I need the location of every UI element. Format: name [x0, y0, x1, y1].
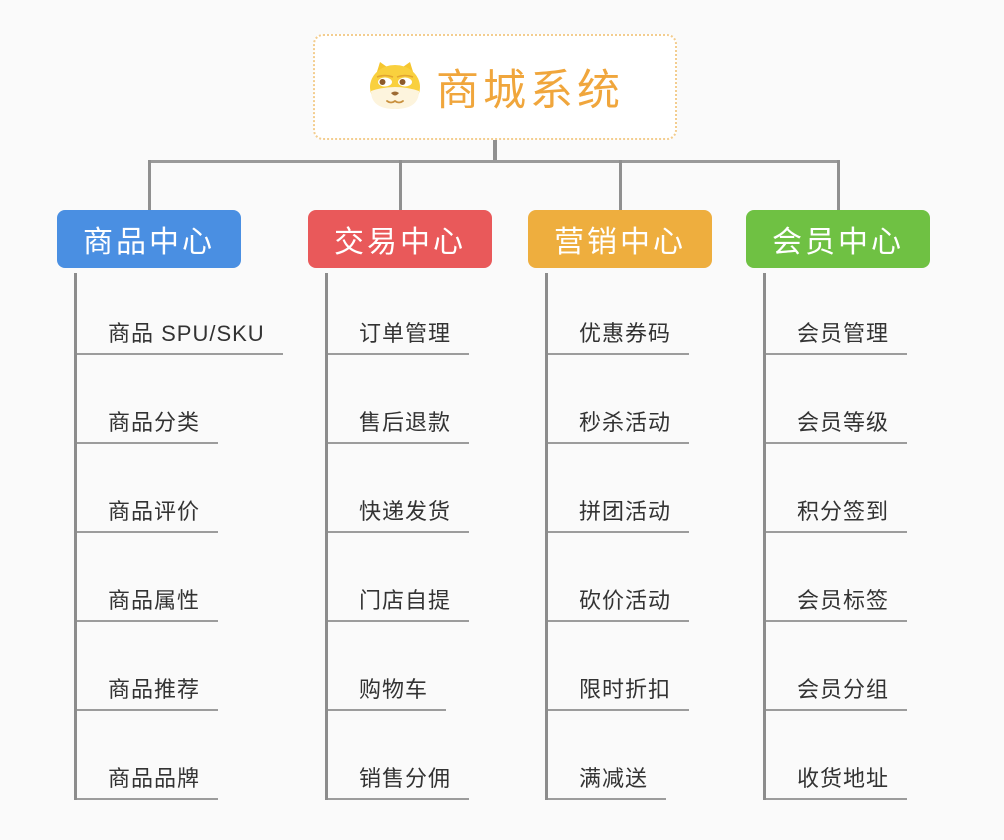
leaf-item[interactable]: 优惠券码 — [548, 273, 690, 355]
category-header-member[interactable]: 会员中心 — [746, 210, 930, 268]
connector-rail — [148, 160, 839, 163]
leaf-item[interactable]: 满减送 — [548, 711, 667, 800]
leaf-item[interactable]: 会员标签 — [766, 533, 908, 622]
category-column-product: 商品中心 商品 SPU/SKU 商品分类 商品评价 商品属性 商品推荐 商品品牌 — [57, 210, 283, 800]
category-header-marketing[interactable]: 营销中心 — [528, 210, 712, 268]
leaf-item[interactable]: 砍价活动 — [548, 533, 690, 622]
category-column-trade: 交易中心 订单管理 售后退款 快递发货 门店自提 购物车 销售分佣 — [308, 210, 492, 800]
leaf-list-member: 会员管理 会员等级 积分签到 会员标签 会员分组 收货地址 — [763, 273, 908, 800]
connector-drop-trade — [399, 160, 402, 210]
leaf-item[interactable]: 拼团活动 — [548, 444, 690, 533]
connector-root-stub — [493, 140, 497, 163]
category-column-marketing: 营销中心 优惠券码 秒杀活动 拼团活动 砍价活动 限时折扣 满减送 — [528, 210, 712, 800]
leaf-item[interactable]: 门店自提 — [328, 533, 470, 622]
leaf-item[interactable]: 订单管理 — [328, 273, 470, 355]
root-title: 商城系统 — [436, 67, 624, 115]
leaf-item[interactable]: 售后退款 — [328, 355, 470, 444]
leaf-item[interactable]: 购物车 — [328, 622, 447, 711]
category-column-member: 会员中心 会员管理 会员等级 积分签到 会员标签 会员分组 收货地址 — [746, 210, 930, 800]
leaf-item[interactable]: 商品属性 — [77, 533, 219, 622]
leaf-item[interactable]: 会员管理 — [766, 273, 908, 355]
category-header-trade[interactable]: 交易中心 — [308, 210, 492, 268]
category-header-product[interactable]: 商品中心 — [57, 210, 241, 268]
connector-drop-marketing — [619, 160, 622, 210]
leaf-item[interactable]: 积分签到 — [766, 444, 908, 533]
leaf-item[interactable]: 秒杀活动 — [548, 355, 690, 444]
leaf-item[interactable]: 限时折扣 — [548, 622, 690, 711]
leaf-item[interactable]: 商品 SPU/SKU — [77, 273, 283, 355]
leaf-item[interactable]: 收货地址 — [766, 711, 908, 800]
dog-face-icon — [366, 61, 424, 113]
leaf-item[interactable]: 商品品牌 — [77, 711, 219, 800]
connector-drop-product — [148, 160, 151, 210]
root-node[interactable]: 商城系统 — [313, 34, 677, 140]
leaf-item[interactable]: 商品分类 — [77, 355, 219, 444]
leaf-list-marketing: 优惠券码 秒杀活动 拼团活动 砍价活动 限时折扣 满减送 — [545, 273, 690, 800]
connector-drop-member — [837, 160, 840, 210]
leaf-item[interactable]: 快递发货 — [328, 444, 470, 533]
leaf-item[interactable]: 销售分佣 — [328, 711, 470, 800]
leaf-item[interactable]: 商品推荐 — [77, 622, 219, 711]
leaf-item[interactable]: 商品评价 — [77, 444, 219, 533]
leaf-item[interactable]: 会员等级 — [766, 355, 908, 444]
leaf-list-trade: 订单管理 售后退款 快递发货 门店自提 购物车 销售分佣 — [325, 273, 470, 800]
leaf-list-product: 商品 SPU/SKU 商品分类 商品评价 商品属性 商品推荐 商品品牌 — [74, 273, 283, 800]
leaf-item[interactable]: 会员分组 — [766, 622, 908, 711]
